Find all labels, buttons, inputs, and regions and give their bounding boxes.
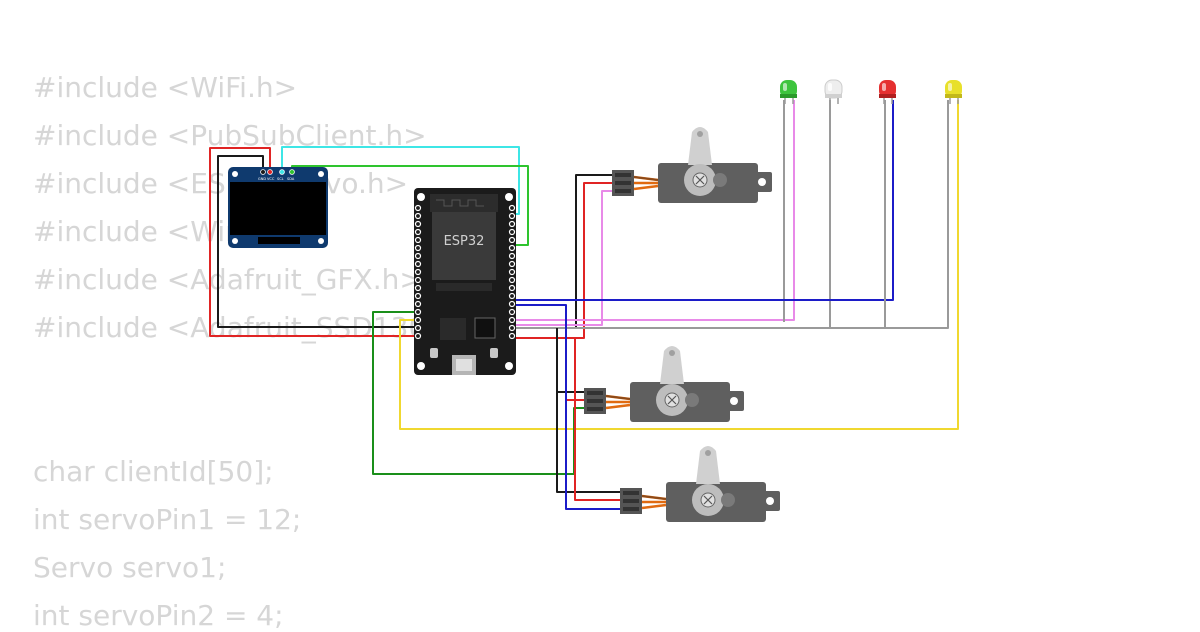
esp32-board[interactable]: ESP32 bbox=[414, 188, 516, 375]
oled-pin-label-sda: SDA bbox=[287, 177, 295, 181]
wire-servo3-vcc-red[interactable] bbox=[574, 338, 622, 501]
oled-display[interactable]: GND VCC SCL SDA bbox=[228, 167, 328, 248]
esp32-module-label: ESP32 bbox=[444, 234, 485, 249]
led-yellow[interactable] bbox=[945, 80, 962, 104]
oled-pin-label-scl: SCL bbox=[277, 177, 284, 181]
oled-screen bbox=[230, 182, 326, 235]
wire-led-yellow-yellow[interactable] bbox=[399, 100, 959, 430]
code-line: #include <WiFi.h> bbox=[33, 71, 298, 104]
wire-servo3-signal-blue[interactable] bbox=[512, 304, 622, 510]
servo-motor-3[interactable] bbox=[620, 446, 780, 522]
wire-servo3-gnd-black[interactable] bbox=[556, 392, 622, 493]
servo-motor-2[interactable] bbox=[584, 346, 744, 422]
oled-pin-label-gnd: GND bbox=[258, 177, 266, 181]
wire-servo1-signal-violet[interactable] bbox=[512, 190, 612, 326]
esp32-pin-headers bbox=[414, 204, 516, 340]
servo-motor-1[interactable] bbox=[612, 127, 772, 203]
led-white[interactable] bbox=[824, 79, 843, 104]
wire-led-white-gray[interactable] bbox=[512, 100, 831, 329]
leds bbox=[780, 79, 962, 104]
wire-oled-vcc-red[interactable] bbox=[209, 147, 418, 337]
code-line: int servoPin1 = 12; bbox=[33, 503, 302, 536]
code-line: int servoPin2 = 4; bbox=[33, 599, 284, 632]
oled-pins bbox=[260, 169, 295, 175]
led-green[interactable] bbox=[780, 80, 797, 104]
code-line: Servo servo1; bbox=[33, 551, 227, 584]
wire-led-red-blue[interactable] bbox=[512, 100, 894, 301]
esp32-module bbox=[432, 212, 496, 280]
wire-led-yellow-gray[interactable] bbox=[830, 100, 949, 329]
code-line: char clientId[50]; bbox=[33, 455, 274, 488]
oled-pin-label-vcc: VCC bbox=[267, 177, 275, 181]
wire-servo1-vcc-red[interactable] bbox=[512, 182, 612, 339]
wires bbox=[209, 100, 959, 510]
led-red[interactable] bbox=[879, 80, 896, 104]
wire-oled-gnd-black[interactable] bbox=[217, 155, 418, 328]
wire-oled-scl-cyan[interactable] bbox=[281, 146, 520, 215]
wire-led-green-violet[interactable] bbox=[512, 100, 795, 321]
